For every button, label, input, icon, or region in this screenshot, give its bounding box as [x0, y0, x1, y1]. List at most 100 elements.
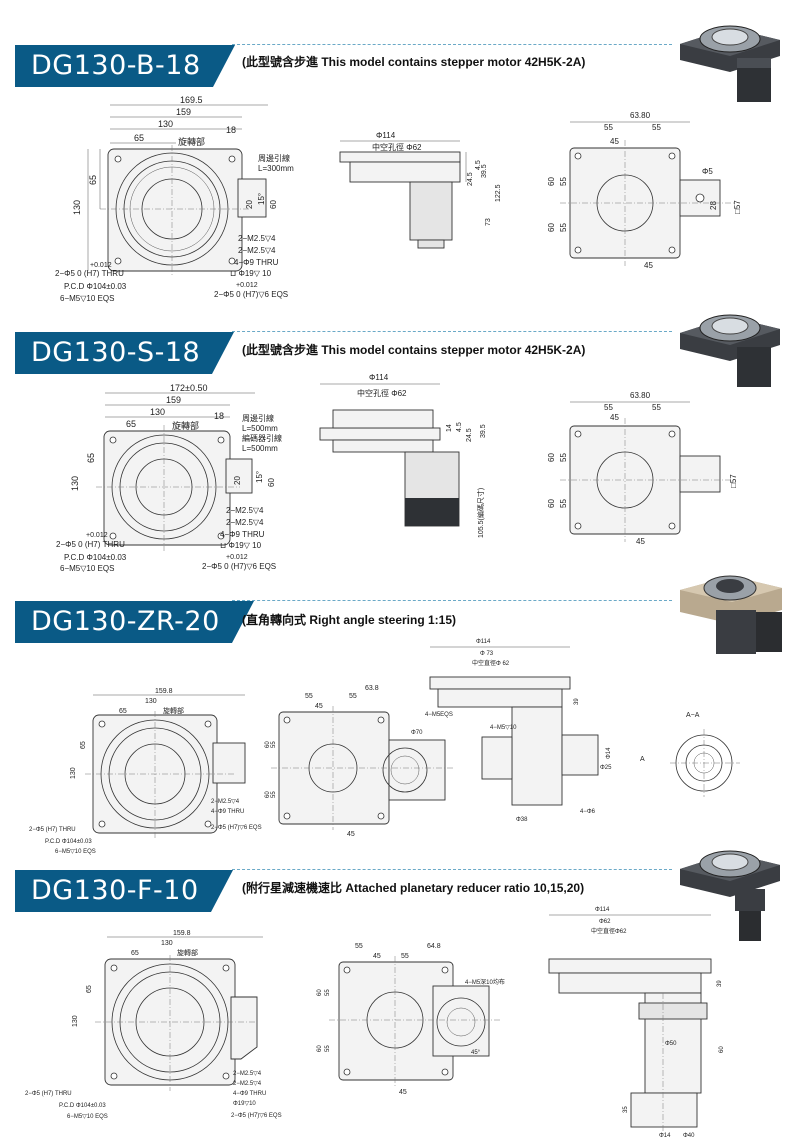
note: 6−M5▽10 EQS — [60, 564, 114, 573]
dim-label: 60 — [317, 1045, 323, 1052]
dim-label: Φ5 — [702, 167, 713, 176]
dim-label: 24.5 — [467, 172, 474, 186]
product-photo — [680, 25, 780, 102]
note: P.C.D Φ104±0.03 — [45, 839, 92, 845]
note: 2−M2.5▽4 — [233, 1081, 262, 1087]
note: 6−M5▽10 EQS — [55, 849, 96, 855]
dim-label: 159 — [166, 395, 181, 405]
dim-label: 55 — [652, 123, 661, 132]
dim-label: 63.80 — [630, 391, 651, 400]
dim-label: 45 — [610, 137, 619, 146]
dim-label: 55 — [325, 989, 331, 996]
dim-label: 45 — [610, 413, 619, 422]
dim-label: 55 — [559, 177, 568, 186]
dim-label: 122.5 — [495, 184, 502, 202]
dim-label: 55 — [604, 123, 613, 132]
dim-label: 4−M5▽10 — [490, 725, 517, 731]
dim-label: 60 — [719, 1046, 725, 1053]
note: 4−Φ9 THRU — [220, 530, 265, 539]
dim-label: 65 — [88, 175, 98, 185]
top-view-drawing: 63.80 55 55 45 60 55 60 55 □57 45 — [547, 391, 738, 546]
dim-label: 旋轉部 — [163, 706, 184, 715]
note: 4−Φ9 THRU — [233, 1091, 266, 1097]
note: ⊔ Φ19▽ 10 — [220, 541, 262, 550]
dim-label: 130 — [72, 1015, 79, 1027]
dim-label: 15° — [255, 471, 264, 483]
dim-label: 65 — [86, 985, 93, 993]
model-subtitle: (直角轉向式 Right angle steering 1:15) — [242, 613, 457, 627]
dim-label: 35 — [623, 1106, 629, 1113]
note: 2−M2.5▽4 — [226, 518, 264, 527]
dim-label: Φ114 — [369, 373, 389, 382]
dim-label: 60 — [547, 223, 556, 232]
note: 2−Φ5 (H7)▽6 EQS — [231, 1113, 282, 1119]
section-dg130-b-18: DG130-B-18 (此型號含步進 This model contains s… — [0, 0, 800, 303]
dim-label: □57 — [733, 200, 742, 214]
dim-label: 編碼器引線 — [242, 433, 282, 443]
dim-label: 60 — [547, 453, 556, 462]
note: +0.012 — [236, 282, 258, 289]
dim-label: 45° — [471, 1050, 481, 1056]
dim-label: A — [640, 756, 645, 763]
note: 6−M5▽10 EQS — [60, 294, 114, 303]
dim-label: 65 — [80, 741, 87, 749]
dim-label: Φ50 — [665, 1041, 677, 1047]
dim-label: 4.5 — [475, 160, 482, 170]
dim-label: 63.80 — [630, 111, 651, 120]
section-dg130-s-18: DG130-S-18 (此型號含步進 This model contains s… — [0, 295, 800, 595]
dim-label: Φ14 — [659, 1133, 671, 1139]
front-view-drawing: 172±0.50 159 130 18 65 旋轉部 周邊引線 L=500mm … — [56, 383, 282, 573]
dim-label: Φ 73 — [480, 651, 494, 657]
dim-label: 55 — [604, 403, 613, 412]
dim-label: 60 — [547, 499, 556, 508]
front-view-drawing: 159.8 130 65 旋轉部 130 65 2−M2.5▽4 4−Φ9 TH… — [29, 688, 262, 855]
dim-label: 60 — [317, 989, 323, 996]
divider-line — [232, 600, 672, 601]
dim-label: □57 — [729, 474, 738, 488]
note: 2−Φ5 0 (H7) THRU — [55, 269, 124, 278]
dim-label: L=500mm — [242, 444, 278, 453]
product-photo — [680, 850, 780, 941]
dim-label: 中空孔徑 Φ62 — [372, 142, 422, 152]
dim-label: 55 — [559, 223, 568, 232]
divider-line — [232, 869, 672, 870]
note: +0.012 — [90, 262, 112, 269]
note: 2−M2.5▽4 — [211, 799, 240, 805]
dim-label: 周邊引線 — [258, 153, 290, 163]
dim-label: Φ14 — [606, 747, 612, 759]
dim-label: 55 — [271, 791, 277, 798]
dim-label: 60 — [269, 200, 278, 209]
note: ⊔ Φ19▽ 10 — [230, 269, 272, 278]
dim-label: 4−M5EQS — [425, 712, 453, 718]
note: 4−Φ9 THRU — [234, 258, 279, 267]
dim-label: Φ70 — [411, 730, 423, 736]
dim-label: 55 — [305, 693, 313, 700]
note: P.C.D Φ104±0.03 — [64, 282, 127, 291]
dim-label: 45 — [347, 831, 355, 838]
note: +0.012 — [226, 554, 248, 561]
front-view-drawing: 169.5 159 130 18 65 旋轉部 周邊引線 L=300mm 130… — [55, 95, 294, 303]
model-subtitle: (附行星減速機速比 Attached planetary reducer rat… — [242, 881, 585, 895]
side-view-drawing: Φ114 Φ 73 中空直徑Φ 62 39 4−M5▽10 4−Φ6 Φ38 Φ… — [429, 639, 740, 823]
dim-label: 39 — [717, 980, 723, 987]
side-view-drawing: Φ114 中空孔徑 Φ62 24.5 4.5 39.5 122.5 73 — [339, 131, 502, 249]
dim-label: 130 — [158, 119, 173, 129]
note: 2−M2.5▽4 — [233, 1071, 262, 1077]
dim-label: 65 — [134, 133, 144, 143]
dim-label: A−A — [686, 712, 700, 719]
dim-label: 45 — [399, 1089, 407, 1096]
dim-label: 39 — [574, 698, 580, 705]
dim-label: Φ114 — [476, 639, 491, 645]
dim-label: 45 — [315, 703, 323, 710]
dim-label: 55 — [271, 741, 277, 748]
note: 2−M2.5▽4 — [226, 506, 264, 515]
dim-label: 周邊引線 — [242, 413, 274, 423]
dim-label: 20 — [245, 200, 254, 209]
dim-label: 15° — [257, 193, 266, 205]
top-view-drawing: 55 64.8 55 45 4−M5深10均布 60 55 60 55 45 4… — [317, 943, 505, 1096]
note: 2−M2.5▽4 — [238, 246, 276, 255]
note: +0.012 — [86, 532, 108, 539]
section-dg130-f-10: DG130-F-10 (附行星減速機速比 Attached planetary … — [0, 850, 800, 1144]
dim-label: 39.5 — [481, 164, 488, 178]
dim-label: 55 — [355, 943, 363, 950]
